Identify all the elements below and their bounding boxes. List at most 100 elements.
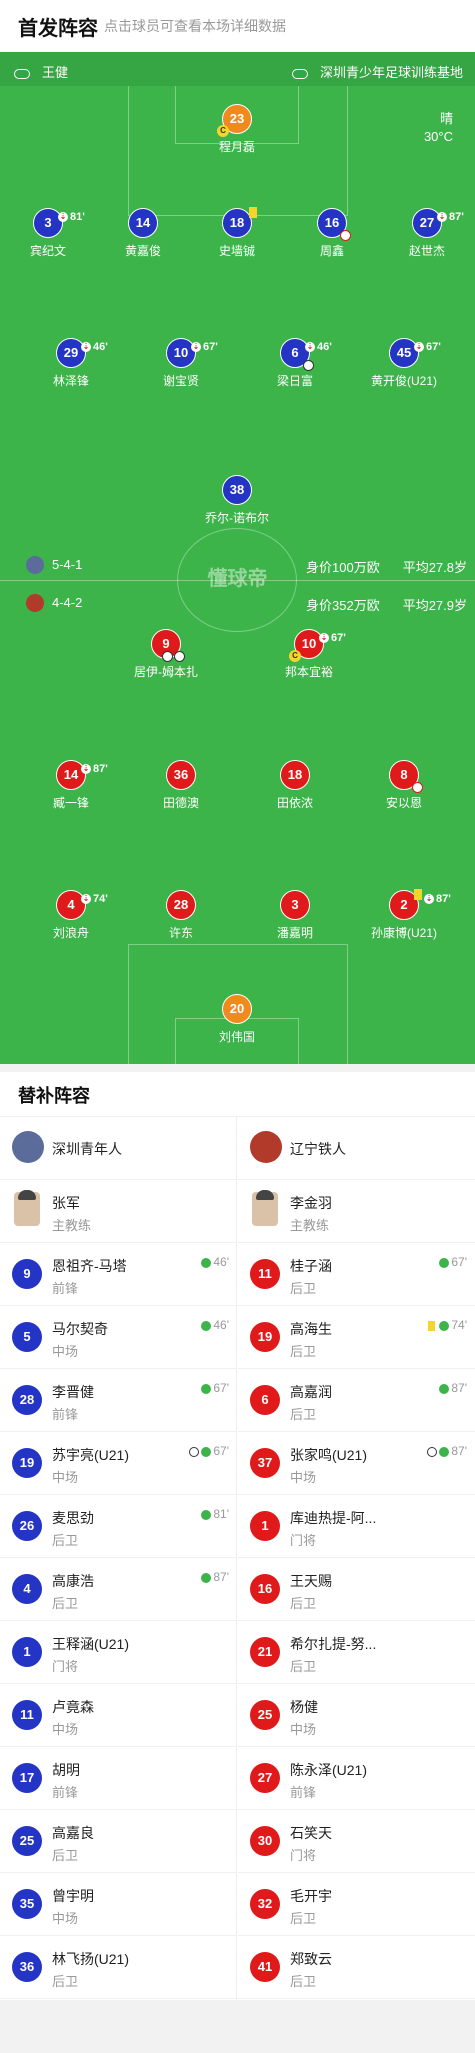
temperature: 30°C xyxy=(423,129,453,144)
bench-name: 麦思劲 xyxy=(52,1510,94,1526)
bench-number: 19 xyxy=(12,1448,42,1478)
home-team-logo xyxy=(12,1131,44,1163)
home-team-row[interactable]: 深圳青年人 xyxy=(0,1117,237,1180)
venue: 深圳青少年足球训练基地 xyxy=(291,62,463,81)
bench-name: 高海生 xyxy=(290,1321,332,1337)
bench-position: 后卫 xyxy=(290,1281,317,1296)
substitution-out: ⇣67' xyxy=(319,632,346,644)
venue-name: 深圳青少年足球训练基地 xyxy=(319,65,463,80)
away-player[interactable]: 14⇣87'臧一锋 xyxy=(21,760,121,811)
away-player[interactable]: 2⇣87'孙康博(U21) xyxy=(354,889,454,941)
away-player[interactable]: 4⇣74'刘浪舟 xyxy=(21,890,121,941)
away-coach-row[interactable]: 李金羽主教练 xyxy=(238,1180,475,1243)
player-name: 梁日富 xyxy=(276,374,313,388)
home-player[interactable]: 10⇣67'谢宝贤 xyxy=(131,338,231,389)
bench-position: 后卫 xyxy=(52,1596,79,1611)
bench-player[interactable]: 36 林飞扬(U21) 后卫 xyxy=(0,1936,237,1999)
player-name: 林泽锋 xyxy=(52,374,89,388)
bench-position: 后卫 xyxy=(290,1344,317,1359)
bench-name: 林飞扬(U21) xyxy=(52,1951,130,1967)
away-avg-age: 平均27.9岁 xyxy=(402,598,467,613)
sub-in-event: 87' xyxy=(439,1381,467,1395)
bench-name: 库迪热提-阿... xyxy=(290,1510,377,1526)
home-player[interactable]: 45⇣67'黄开俊(U21) xyxy=(354,338,454,389)
sub-in-icon xyxy=(201,1446,212,1457)
home-player[interactable]: 3⇣81'宾纪文 xyxy=(0,208,98,259)
player-name: 刘浪舟 xyxy=(52,926,89,940)
sub-in-event: 87' xyxy=(201,1570,229,1584)
substitution-out: ⇣87' xyxy=(81,763,108,775)
bench-name: 李晋健 xyxy=(52,1384,94,1400)
bench-position: 后卫 xyxy=(52,1848,79,1863)
captain-icon: C xyxy=(217,125,229,137)
bench-number: 36 xyxy=(12,1952,42,1982)
substitution-out: ⇣87' xyxy=(424,893,451,905)
sub-in-event: 67' xyxy=(189,1444,229,1458)
home-avg-age: 平均27.8岁 xyxy=(402,560,467,575)
goal-ball-icon xyxy=(189,1446,200,1457)
bench-position: 前锋 xyxy=(52,1407,79,1422)
page-subtitle: 点击球员可查看本场详细数据 xyxy=(104,18,286,34)
home-player[interactable]: 29⇣46'林泽锋 xyxy=(21,338,121,389)
away-team-name: 辽宁铁人 xyxy=(290,1141,346,1157)
player-number: 18 xyxy=(222,207,257,238)
substitution-out: ⇣67' xyxy=(414,341,441,353)
coach-role: 主教练 xyxy=(52,1218,92,1233)
away-team-row[interactable]: 辽宁铁人 xyxy=(238,1117,475,1180)
home-coach-row[interactable]: 张军主教练 xyxy=(0,1180,237,1243)
sub-in-event: 81' xyxy=(201,1507,229,1521)
weather-condition: 晴 xyxy=(439,111,453,126)
sub-in-icon xyxy=(439,1446,450,1457)
sub-in-icon xyxy=(201,1320,212,1331)
goal-ball-icon xyxy=(174,651,185,662)
home-player[interactable]: 27⇣87'赵世杰 xyxy=(377,208,475,259)
away-value: 身价352万欧 xyxy=(306,598,380,613)
sub-out-icon: ⇣ xyxy=(437,212,447,223)
coach-avatar xyxy=(14,1190,40,1226)
bench-position: 后卫 xyxy=(52,1974,79,1989)
goal-ball-icon xyxy=(162,651,173,662)
sub-out-icon: ⇣ xyxy=(191,342,201,353)
home-player[interactable]: 6⇣46'梁日富 xyxy=(245,338,345,389)
player-name: 赵世杰 xyxy=(408,244,445,258)
bench-name: 卢竟森 xyxy=(52,1699,94,1715)
sub-in-icon xyxy=(439,1257,450,1268)
